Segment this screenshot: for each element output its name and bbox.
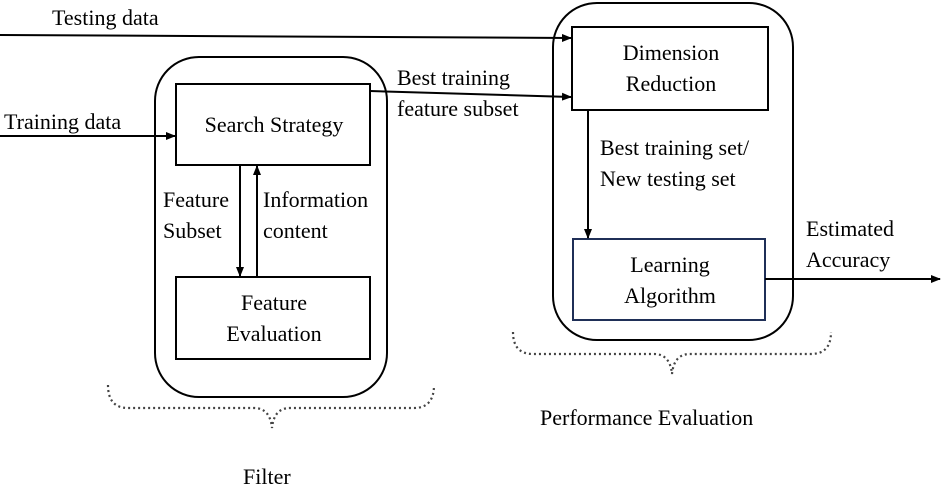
dimension-reduction-label-line1: Dimension <box>622 40 720 65</box>
estimated-accuracy-label-line2: Accuracy <box>806 247 891 272</box>
performance-container <box>552 2 794 341</box>
training-data-label: Training data <box>4 109 122 134</box>
dimension-reduction-box <box>571 26 769 111</box>
estimated-accuracy-label-line1: Estimated <box>806 216 894 241</box>
best-training-label-line1: Best training <box>397 65 511 90</box>
learning-algorithm-box <box>572 238 766 321</box>
testing-data-label: Testing data <box>52 5 159 30</box>
learning-algorithm-label-line2: Algorithm <box>624 283 716 308</box>
learning-algorithm-label-line1: Learning <box>630 252 710 277</box>
best-sets-label-line1: Best training set/ <box>600 135 750 160</box>
feature-subset-label-line2: Subset <box>163 218 222 243</box>
best-training-label-line2: feature subset <box>397 96 519 121</box>
filter-container <box>154 56 388 398</box>
dimension-reduction-label-line2: Reduction <box>625 71 717 96</box>
best-sets-label-line2: New testing set <box>600 166 736 191</box>
feature-evaluation-label-line2: Evaluation <box>226 321 322 346</box>
filter-brace <box>106 384 436 429</box>
feature-evaluation-box <box>175 276 371 360</box>
filter-caption: Filter <box>243 464 291 489</box>
feature-subset-label-line1: Feature <box>163 187 229 212</box>
performance-evaluation-caption: Performance Evaluation <box>540 405 754 430</box>
information-content-label-line1: Information <box>263 187 369 212</box>
best-feature-subset-arrow <box>369 90 572 101</box>
testing-data-arrow <box>0 33 572 42</box>
performance-brace <box>511 331 833 375</box>
information-content-label-line2: content <box>263 218 328 243</box>
feature-evaluation-label-line1: Feature <box>241 290 307 315</box>
search-strategy-box <box>175 83 371 166</box>
search-strategy-label: Search Strategy <box>204 112 344 137</box>
